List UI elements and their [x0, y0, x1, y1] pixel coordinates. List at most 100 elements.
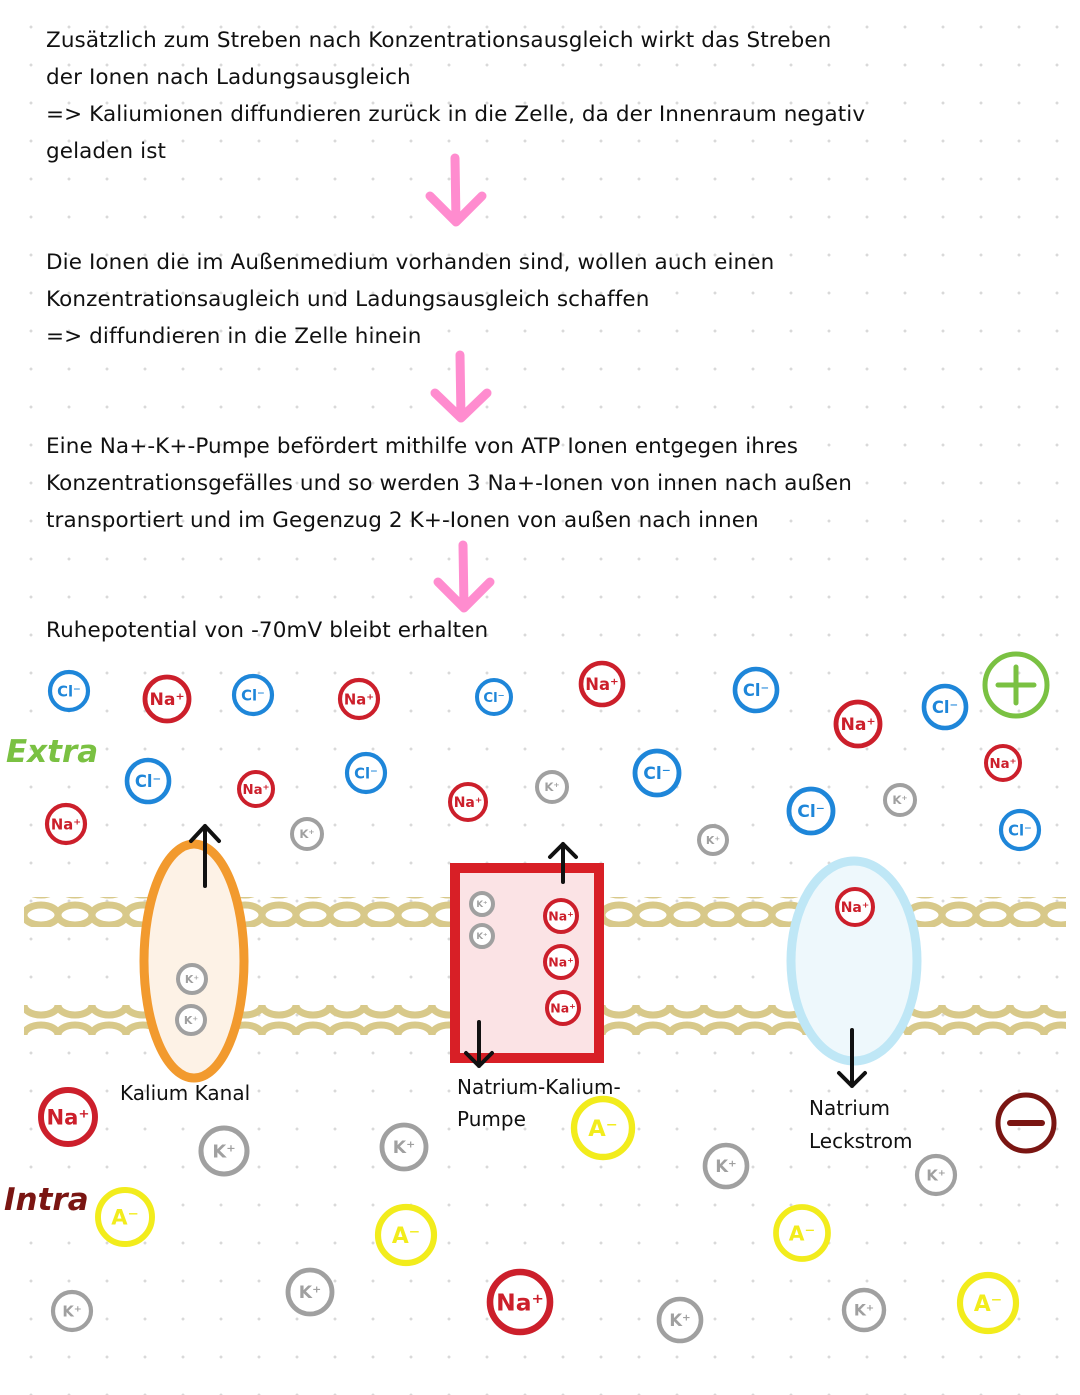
chloride-ion-symbol: Cl⁻ [1008, 822, 1032, 839]
sodium-ion: Na⁺ [448, 782, 488, 822]
chloride-ion: Cl⁻ [47, 669, 91, 713]
potassium-ion: K⁺ [702, 1142, 750, 1190]
anion-symbol: A⁻ [588, 1116, 617, 1142]
chloride-ion-outline [998, 808, 1042, 852]
text-line: Konzentrationsaugleich und Ladungsausgle… [46, 287, 650, 312]
potassium-ion: K⁺ [285, 1267, 335, 1317]
anion-symbol: A⁻ [789, 1221, 815, 1245]
sodium-ion-outline [984, 744, 1022, 782]
anion-outline [956, 1271, 1020, 1335]
anion-outline [773, 1204, 831, 1262]
chloride-ion-symbol: Cl⁻ [932, 698, 958, 717]
sodium-ion: Na⁺ [486, 1268, 554, 1336]
chloride-ion-outline [475, 678, 513, 716]
potassium-ion: K⁺ [50, 1289, 94, 1333]
chloride-ion-outline [344, 751, 388, 795]
sodium-ion: Na⁺ [984, 744, 1022, 782]
sodium-ion-symbol: Na⁺ [989, 757, 1016, 772]
potassium-ion: K⁺ [535, 770, 569, 804]
anion-outline [95, 1187, 155, 1247]
potassium-ion-outline [841, 1287, 887, 1333]
chloride-ion-symbol: Cl⁻ [354, 765, 378, 782]
sodium-ion: Na⁺ [545, 990, 581, 1026]
chloride-ion: Cl⁻ [921, 683, 969, 731]
potassium-ion-symbol: K⁺ [476, 932, 487, 942]
potassium-ion-outline [198, 1125, 250, 1177]
chloride-ion-symbol: Cl⁻ [643, 764, 671, 784]
potassium-ion-symbol: K⁺ [476, 900, 487, 910]
potassium-ion-outline [656, 1296, 704, 1344]
potassium-ion-symbol: K⁺ [299, 827, 314, 841]
potassium-ion-symbol: K⁺ [62, 1303, 81, 1320]
potassium-ion: K⁺ [469, 891, 495, 917]
minus-sign-icon [995, 1092, 1057, 1154]
pump-label: Pumpe [457, 1107, 526, 1131]
potassium-ion-outline [883, 783, 917, 817]
potassium-ion-outline [702, 1142, 750, 1190]
chloride-ion: Cl⁻ [998, 808, 1042, 852]
potassium-ion-outline [914, 1153, 958, 1197]
text-line: transportiert und im Gegenzug 2 K+-Ionen… [46, 508, 759, 533]
chloride-ion-symbol: Cl⁻ [57, 683, 81, 700]
chloride-ion-outline [921, 683, 969, 731]
potassium-ion-symbol: K⁺ [299, 1283, 321, 1303]
up-arrow-icon [548, 842, 578, 884]
potassium-ion-symbol: K⁺ [544, 780, 559, 794]
chloride-ion: Cl⁻ [786, 786, 836, 836]
potassium-ion: K⁺ [175, 1004, 207, 1036]
potassium-channel [139, 839, 249, 1083]
text-line: => Kaliumionen diffundieren zurück in di… [46, 102, 866, 127]
pump-label: Natrium-Kalium- [457, 1075, 621, 1099]
sodium-ion-outline [337, 677, 381, 721]
chloride-ion-symbol: Cl⁻ [483, 691, 504, 706]
sodium-ion-symbol: Na⁺ [548, 908, 574, 923]
anion-symbol: A⁻ [974, 1292, 1002, 1317]
chloride-ion-outline [786, 786, 836, 836]
potassium-ion-symbol: K⁺ [854, 1302, 874, 1320]
chloride-ion: Cl⁻ [632, 748, 682, 798]
potassium-ion-symbol: K⁺ [926, 1167, 945, 1184]
chloride-ion: Cl⁻ [344, 751, 388, 795]
potassium-channel-label: Kalium Kanal [120, 1081, 250, 1105]
sodium-ion-symbol: Na⁺ [841, 900, 870, 916]
potassium-ion: K⁺ [469, 923, 495, 949]
leak-current-label: Natrium [809, 1096, 890, 1120]
text-line: geladen ist [46, 139, 167, 164]
sodium-ion: Na⁺ [835, 887, 875, 927]
anion: A⁻ [956, 1271, 1020, 1335]
sodium-ion-symbol: Na⁺ [46, 1105, 89, 1130]
sodium-ion-symbol: Na⁺ [496, 1288, 544, 1316]
potassium-ion-symbol: K⁺ [185, 973, 199, 986]
potassium-ion-outline [285, 1267, 335, 1317]
potassium-ion-outline [469, 923, 495, 949]
chloride-ion-symbol: Cl⁻ [743, 681, 769, 700]
potassium-ion-outline [697, 824, 729, 856]
text-line: => diffundieren in die Zelle hinein [46, 324, 422, 349]
plus-sign-icon [982, 651, 1050, 719]
potassium-ion-outline [535, 770, 569, 804]
chloride-ion-outline [231, 673, 275, 717]
sodium-ion-outline [543, 944, 579, 980]
sodium-ion-symbol: Na⁺ [548, 954, 574, 969]
sodium-ion-outline [448, 782, 488, 822]
sodium-ion-outline [833, 699, 883, 749]
leak-current-label: Leckstrom [809, 1129, 912, 1153]
potassium-ion-symbol: K⁺ [184, 1014, 198, 1027]
chloride-ion-outline [47, 669, 91, 713]
chloride-ion: Cl⁻ [124, 757, 172, 805]
potassium-ion-outline [50, 1289, 94, 1333]
chloride-ion-outline [124, 757, 172, 805]
paragraph-charge-balance: Zusätzlich zum Streben nach Konzentratio… [46, 22, 1046, 170]
sodium-ion-outline [142, 674, 192, 724]
sodium-ion-outline [38, 1087, 98, 1147]
potassium-ion: K⁺ [914, 1153, 958, 1197]
text-line: Die Ionen die im Außenmedium vorhanden s… [46, 250, 775, 275]
potassium-ion-symbol: K⁺ [892, 793, 907, 807]
sodium-ion-outline [486, 1268, 554, 1336]
potassium-ion-symbol: K⁺ [669, 1311, 690, 1330]
potassium-ion: K⁺ [883, 783, 917, 817]
anion: A⁻ [773, 1204, 831, 1262]
sodium-ion: Na⁺ [38, 1087, 98, 1147]
sodium-ion-outline [835, 887, 875, 927]
sodium-ion-outline [543, 898, 579, 934]
